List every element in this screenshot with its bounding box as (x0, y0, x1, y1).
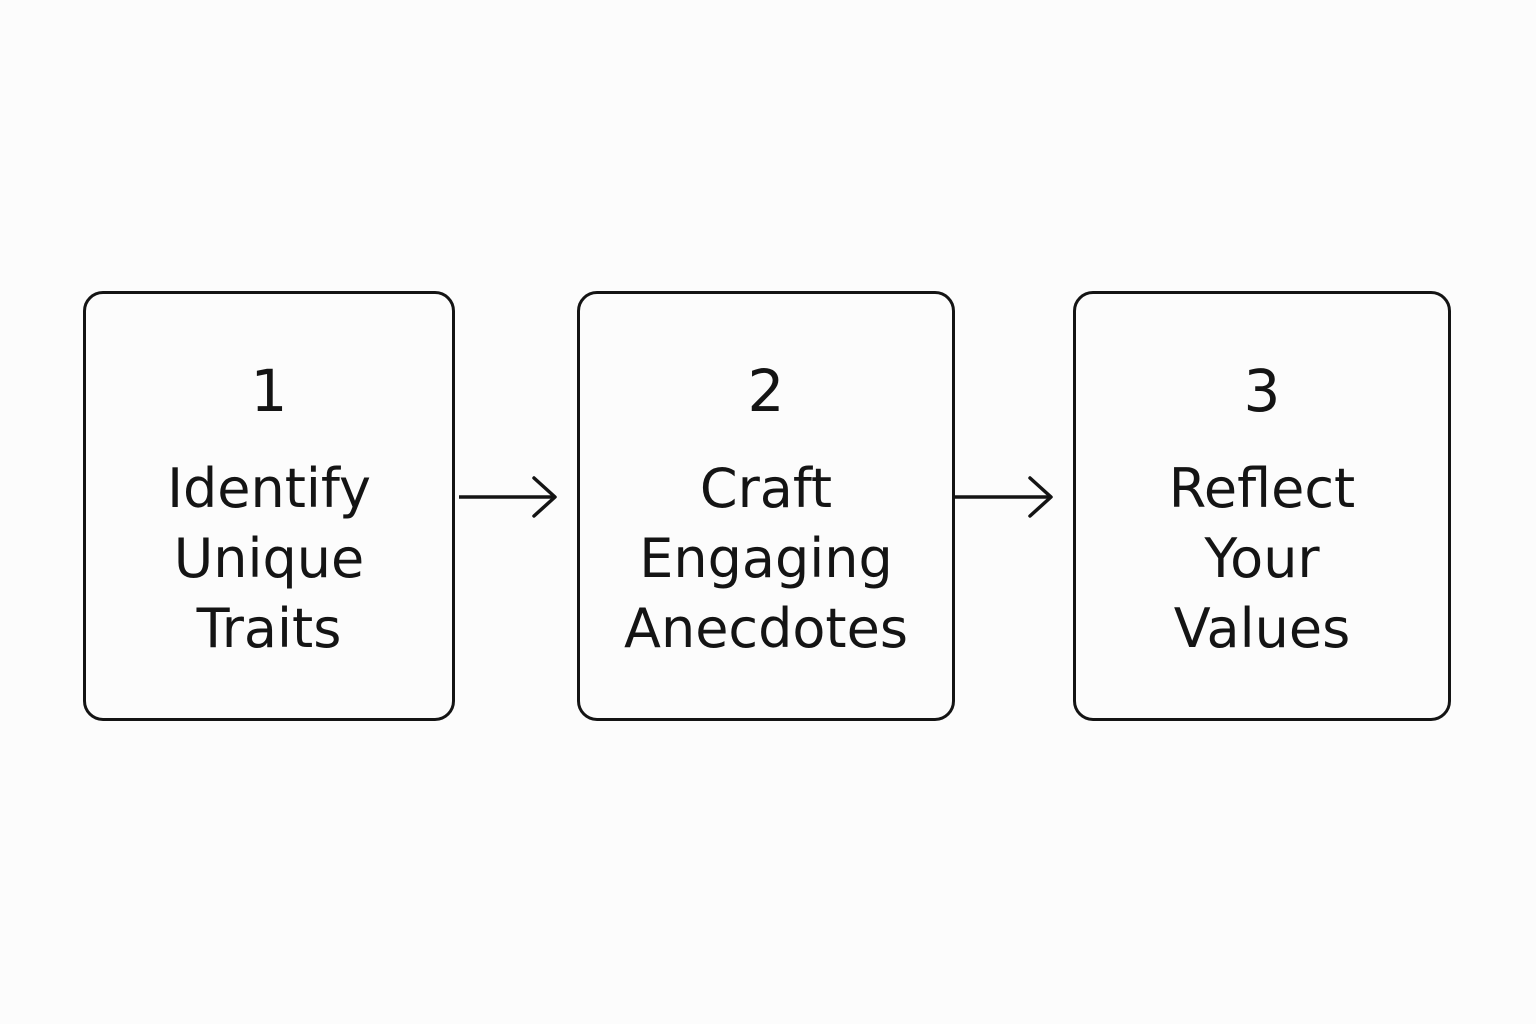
step-label-line: Reflect (1168, 457, 1356, 520)
step-box-1: 1 Identify Unique Traits (83, 291, 455, 721)
arrow-right-icon (955, 476, 1053, 518)
step-label-line: Traits (196, 597, 342, 660)
step-box-3: 3 Reflect Your Values (1073, 291, 1451, 721)
step-label: Craft Engaging Anecdotes (580, 454, 952, 664)
step-label-line: Anecdotes (624, 597, 908, 660)
step-box-2: 2 Craft Engaging Anecdotes (577, 291, 955, 721)
step-label-line: Craft (699, 457, 833, 520)
step-label-line: Values (1173, 597, 1351, 660)
step-number: 1 (250, 357, 288, 425)
step-label-line: Your (1204, 527, 1320, 590)
step-label: Reflect Your Values (1076, 454, 1448, 664)
step-label: Identify Unique Traits (86, 454, 452, 664)
arrow-right-icon (459, 476, 557, 518)
step-label-line: Identify (167, 457, 371, 520)
step-number: 2 (747, 357, 785, 425)
step-label-line: Engaging (639, 527, 893, 590)
step-label-line: Unique (173, 527, 365, 590)
step-number: 3 (1243, 357, 1281, 425)
